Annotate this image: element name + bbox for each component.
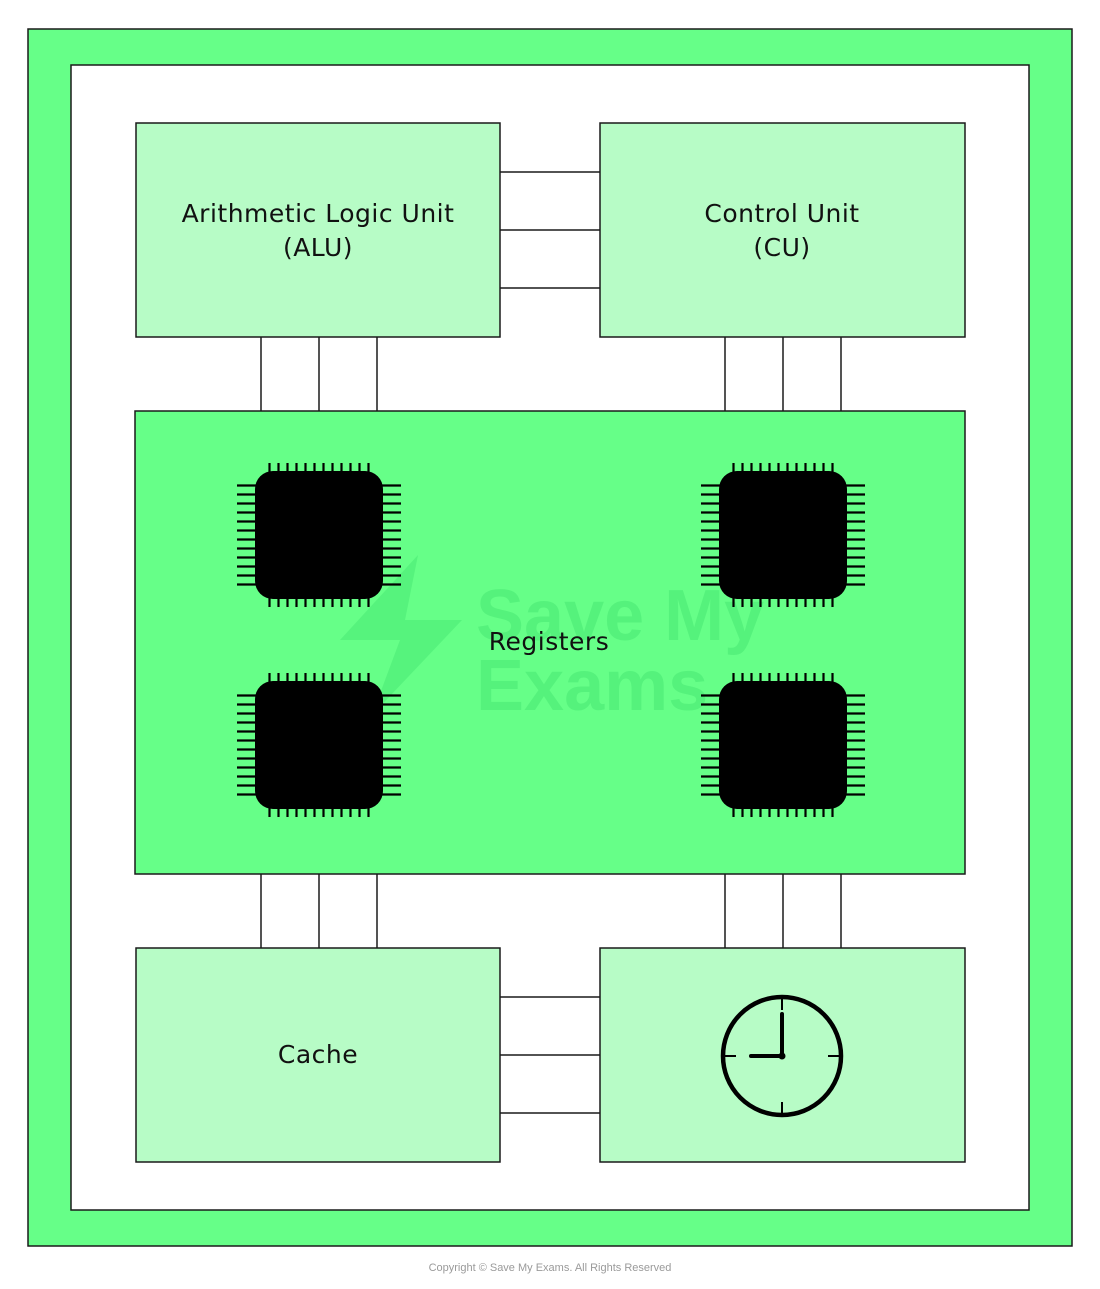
registers-box: Save My Exams Registers — [134, 410, 966, 875]
clock-icon — [720, 994, 844, 1118]
microchip-icon — [235, 671, 403, 819]
alu-label-line1: Arithmetic Logic Unit — [182, 199, 455, 228]
microchip-icon — [235, 461, 403, 609]
connection-lines — [260, 171, 842, 1114]
cache-label: Cache — [278, 1040, 358, 1069]
control-unit-box: Control Unit (CU) — [599, 122, 966, 338]
cu-label-line2: (CU) — [753, 233, 810, 262]
cu-label-line1: Control Unit — [704, 199, 859, 228]
registers-label: Registers — [489, 627, 609, 656]
microchip-icon — [699, 671, 867, 819]
alu-box: Arithmetic Logic Unit (ALU) — [135, 122, 501, 338]
clock-box — [599, 947, 966, 1163]
watermark-logo: Save My Exams — [340, 555, 764, 726]
bolt-icon — [340, 555, 462, 715]
cache-box: Cache — [135, 947, 501, 1163]
watermark-line1: Save My — [476, 576, 764, 656]
alu-label-line2: (ALU) — [283, 233, 353, 262]
watermark-line2: Exams — [476, 646, 708, 726]
microchip-icon — [699, 461, 867, 609]
copyright-text: Copyright © Save My Exams. All Rights Re… — [429, 1262, 672, 1274]
